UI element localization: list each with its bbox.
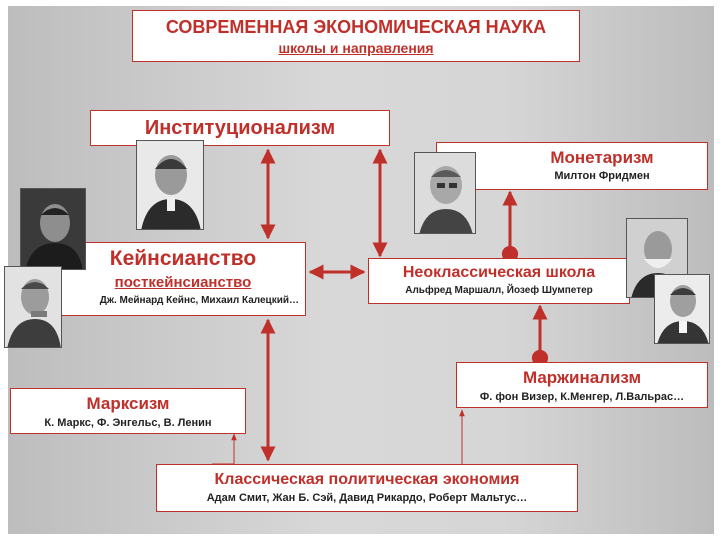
- neoclassical-label: Неоклассическая школа: [402, 264, 596, 281]
- keynesianism-box: Кейнсианство посткейнсианство Дж. Мейнар…: [60, 242, 306, 316]
- marginalism-people: Ф. фон Визер, К.Менгер, Л.Вальрас…: [479, 391, 685, 403]
- monetarism-box: Монетаризм Милтон Фридмен: [436, 142, 708, 190]
- marginalism-label: Маржинализм: [522, 368, 642, 387]
- portrait-institutionalism: [136, 140, 204, 230]
- monetarism-label: Монетаризм: [550, 148, 654, 167]
- marxism-label: Марксизм: [86, 394, 170, 413]
- institutionalism-box: Институционализм: [90, 110, 390, 146]
- portrait-schumpeter: [654, 274, 710, 344]
- connector-classical-marginalism: [440, 409, 465, 473]
- neoclassical-people: Альфред Маршалл, Йозеф Шумпетер: [405, 285, 593, 296]
- keynesianism-sublabel: посткейнсианство: [114, 274, 252, 291]
- marxism-box: Марксизм К. Маркс, Ф. Энгельс, В. Ленин: [10, 388, 246, 434]
- page-subtitle: школы и направления: [278, 40, 434, 56]
- classical-people: Адам Смит, Жан Б. Сэй, Давид Рикардо, Ро…: [206, 492, 528, 504]
- page-title: СОВРЕМЕННАЯ ЭКОНОМИЧЕСКАЯ НАУКА: [165, 17, 547, 37]
- marginalism-box: Маржинализм Ф. фон Визер, К.Менгер, Л.Ва…: [456, 362, 708, 408]
- marxism-people: К. Маркс, Ф. Энгельс, В. Ленин: [44, 417, 212, 429]
- neoclassical-box: Неоклассическая школа Альфред Маршалл, Й…: [368, 258, 630, 304]
- classical-label: Классическая политическая экономия: [214, 471, 520, 488]
- keynesianism-label: Кейнсианство: [109, 247, 257, 270]
- keynesianism-people: Дж. Мейнард Кейнс, Михаил Калецкий…: [99, 295, 299, 306]
- institutionalism-label: Институционализм: [144, 117, 336, 139]
- monetarism-people: Милтон Фридмен: [554, 170, 650, 182]
- connector-classical-marxism: [212, 433, 237, 465]
- classical-box: Классическая политическая экономия Адам …: [156, 464, 578, 512]
- title-box: СОВРЕМЕННАЯ ЭКОНОМИЧЕСКАЯ НАУКА школы и …: [132, 10, 580, 62]
- portrait-keynes: [20, 188, 86, 270]
- portrait-kalecki: [4, 266, 62, 348]
- portrait-friedman: [414, 152, 476, 234]
